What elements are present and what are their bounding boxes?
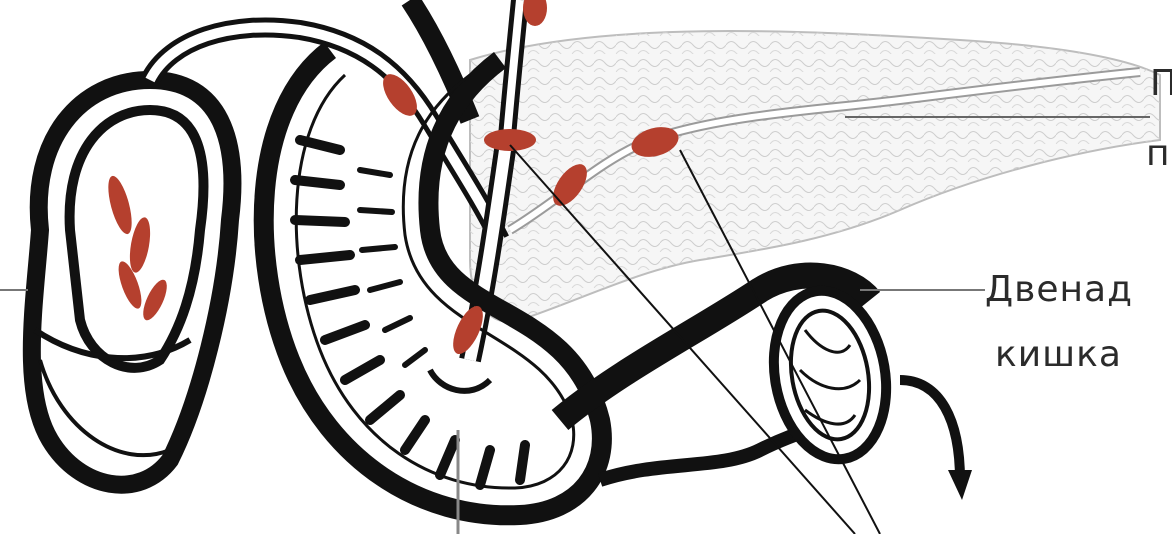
pancreas-label-line2: п [1146, 132, 1171, 176]
duodenum-label-line1: Двенад [985, 268, 1133, 312]
jejunum [560, 276, 972, 500]
duodenum-label-line2: кишка [995, 333, 1122, 377]
intestine-arrow [900, 380, 960, 480]
pancreas-label-line1: П [1150, 62, 1172, 106]
duct-stone [484, 129, 536, 151]
